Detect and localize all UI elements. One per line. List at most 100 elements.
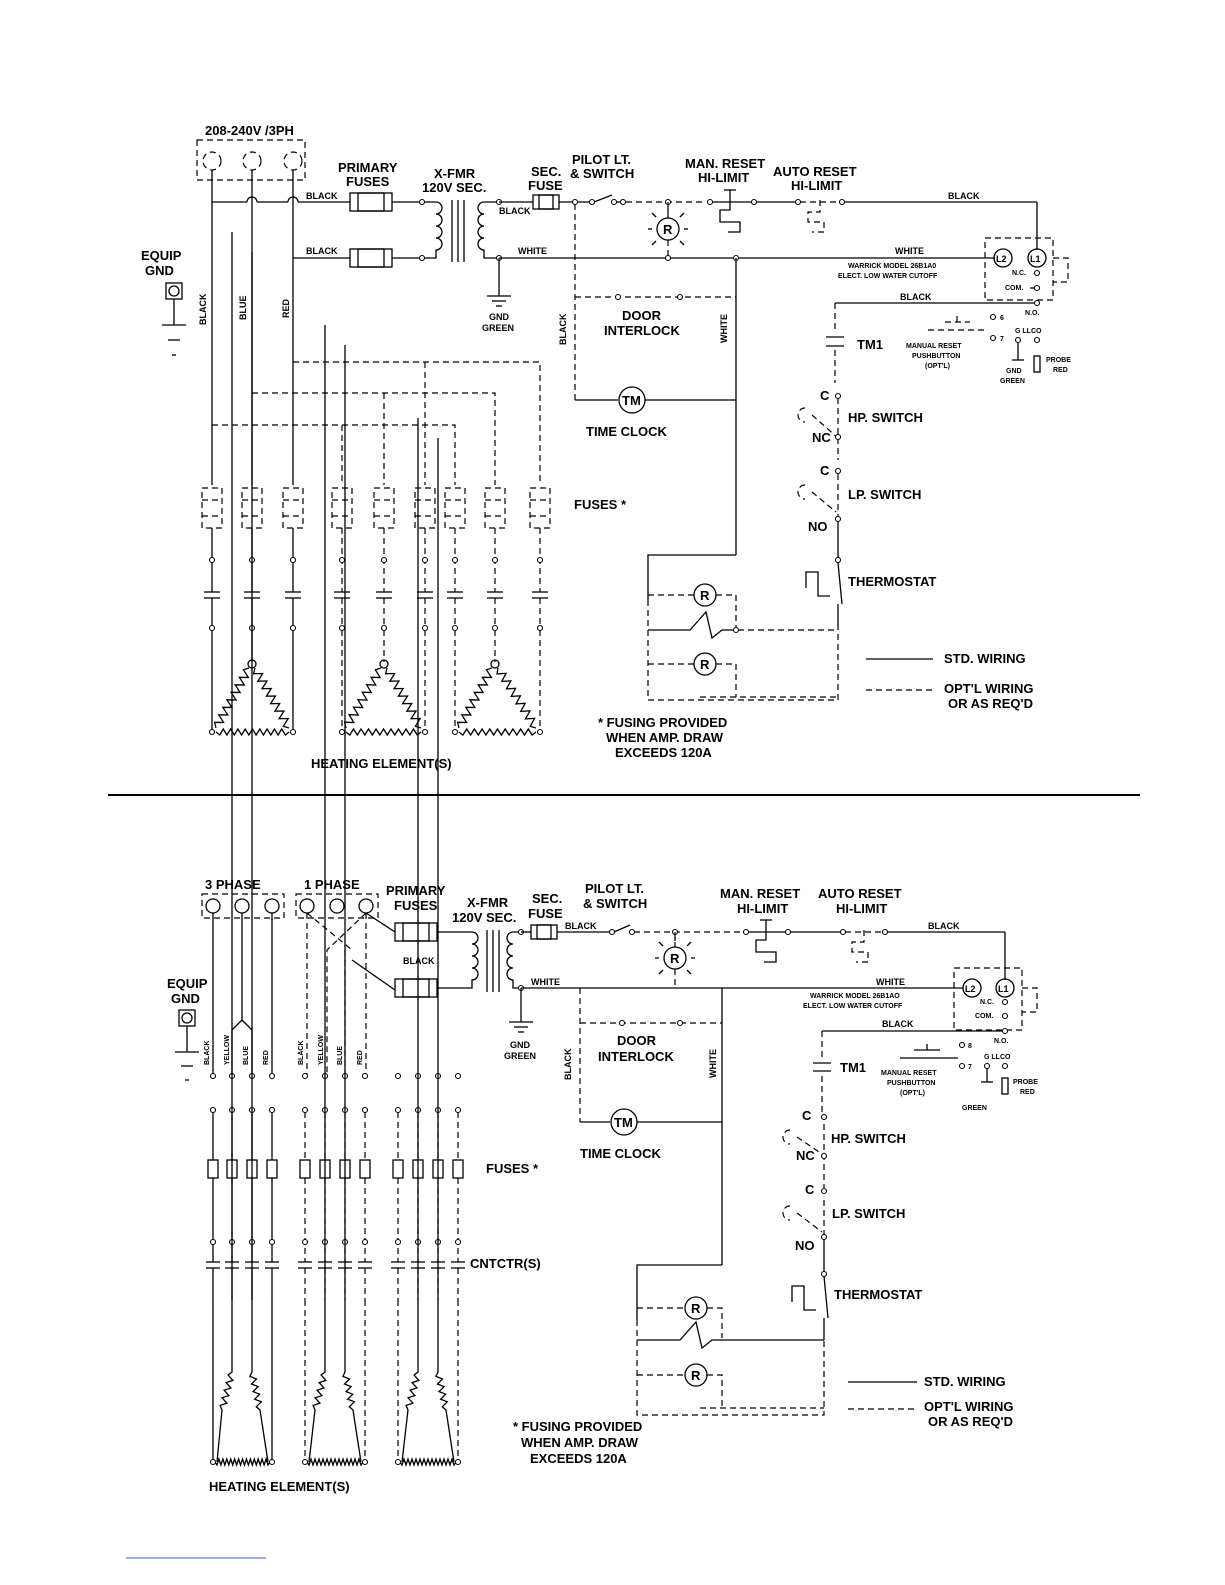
hot-wire-label-black: BLACK [948,191,980,201]
tm1-label: TM1 [857,337,883,352]
lwco-com-label: COM. [1005,285,1023,292]
control-wire-label-white: WHITE [719,314,729,343]
node [454,1238,462,1246]
node [338,624,346,632]
thermostat-symbol [805,562,843,605]
bottom-coil-return [636,1264,722,1320]
bottom-hp-c: C [802,1108,812,1123]
phase-crossover [246,196,299,203]
lwco-no-label: N.O. [1025,310,1039,317]
bottom-coil-r-1-label: R [691,1301,701,1316]
bottom-lwco-l2-label: L2 [965,984,976,994]
one-phase-terminal [299,898,315,914]
bottom-lwco-nc: N.C. [980,999,994,1006]
lwco-nc-label: N.C. [1012,270,1026,277]
manual-reset-pb-label-3: (OPT'L) [925,363,950,370]
bottom-hp-nc-term [820,1152,828,1160]
bottom-lwco-no: N.O. [994,1038,1008,1045]
bottom-lwco-tab [1022,987,1038,1013]
neutral-wire-label-white-2: WHITE [895,246,924,256]
door-interlock-label-1: DOOR [622,308,662,323]
column-fuse [452,1159,464,1179]
bottom-pilot-blade [613,924,631,933]
node [361,1072,369,1080]
bottom-man-reset-contact [784,928,792,936]
bottom-fuse-contactor-columns [206,1072,465,1300]
bottom-probe [1001,1077,1009,1095]
node [394,1106,402,1114]
manual-reset-pb-label-1: MANUAL RESET [906,343,962,350]
wire-label-black: BLACK [198,293,208,325]
bottom-pilot-light-rays [655,937,695,975]
branch-drops [341,362,426,485]
supply-terminal-2 [242,151,262,171]
bottom-lwco-l1-label: L1 [998,984,1009,994]
bottom-heating-elements [209,232,462,1468]
three-phase-terminal [234,898,250,914]
node [209,1238,217,1246]
fuse-outline [484,487,506,529]
bottom-thermostat-label: THERMOSTAT [834,1287,922,1302]
legend-optl-label-2: OR AS REQ'D [948,696,1033,711]
one-phase-lines [306,912,367,1075]
node [491,624,499,632]
bottom-manual-reset-pb [900,1044,958,1059]
pilot-label-2: & SWITCH [570,166,634,181]
auto-reset-label-1: AUTO RESET [773,164,857,179]
node [418,198,426,206]
xfmr-secondary-coil [477,201,499,259]
lwco-model-2: ELECT. LOW WATER CUTOFF [838,273,938,280]
hp-nc-label: NC [812,430,831,445]
bottom-man-reset-2: HI-LIMIT [737,901,788,916]
equip-gnd-label-2: GND [145,263,174,278]
bottom-probe-1: PROBE [1013,1079,1038,1086]
primary-wire-label-black-2: BLACK [306,246,338,256]
supply-terminal-1 [202,151,222,171]
node [268,1106,276,1114]
equip-gnd-post [168,285,180,297]
fuse-outline [331,487,353,529]
bottom-primary-fuse-1 [394,922,438,942]
node [361,1238,369,1246]
xfmr-label-1: X-FMR [434,166,476,181]
pilot-light-r-label: R [663,222,673,237]
node [209,1072,217,1080]
bottom-lwco-model-1: WARRICK MODEL 26B1AO [810,993,900,1000]
term-7 [989,334,997,342]
bottom-lwco-box [953,967,1023,1031]
bottom-term-7: 7 [968,1064,972,1071]
heater-coil [458,727,537,737]
bottom-hot-label-black: BLACK [928,921,960,931]
man-reset-element [719,190,741,233]
top-wiring-diagram: 208-240V /3PH BLACK BLUE RED EQUIP GND B… [141,123,1071,771]
sec-fuse-label-2: FUSE [528,178,563,193]
three-phase-box [201,893,285,919]
bottom-wire-blue: BLUE [243,1046,250,1065]
coil-return [647,554,736,600]
one-phase-terminal [358,898,374,914]
bottom-coil-opt [636,1320,825,1416]
lp-switch-actuator [797,484,837,513]
node [451,624,459,632]
node [421,728,429,736]
lp-switch-label: LP. SWITCH [848,487,921,502]
auto-reset-contact [794,198,802,206]
bottom-hp-c-term [820,1113,828,1121]
bottom-green-label: GREEN [504,1051,536,1061]
legend-std-label: STD. WIRING [944,651,1026,666]
bottom-hp-nc: NC [796,1148,815,1163]
one-phase-label: 1 PHASE [304,877,360,892]
lp-c-label: C [820,463,830,478]
node [268,1458,276,1466]
bottom-door-contact [676,1019,684,1027]
lp-no-terminal [834,515,842,523]
lwco-l2-label: L2 [996,254,1007,264]
heater-coil [345,727,422,737]
fuse-outline [201,487,223,529]
heater-coil [342,345,362,1463]
lwco-l1 [1027,248,1047,268]
bottom-wire-yellow: YELLOW [224,1035,231,1065]
bottom-lwco-out-label: BLACK [882,1019,914,1029]
bottom-coil-light-wire [637,1307,723,1338]
